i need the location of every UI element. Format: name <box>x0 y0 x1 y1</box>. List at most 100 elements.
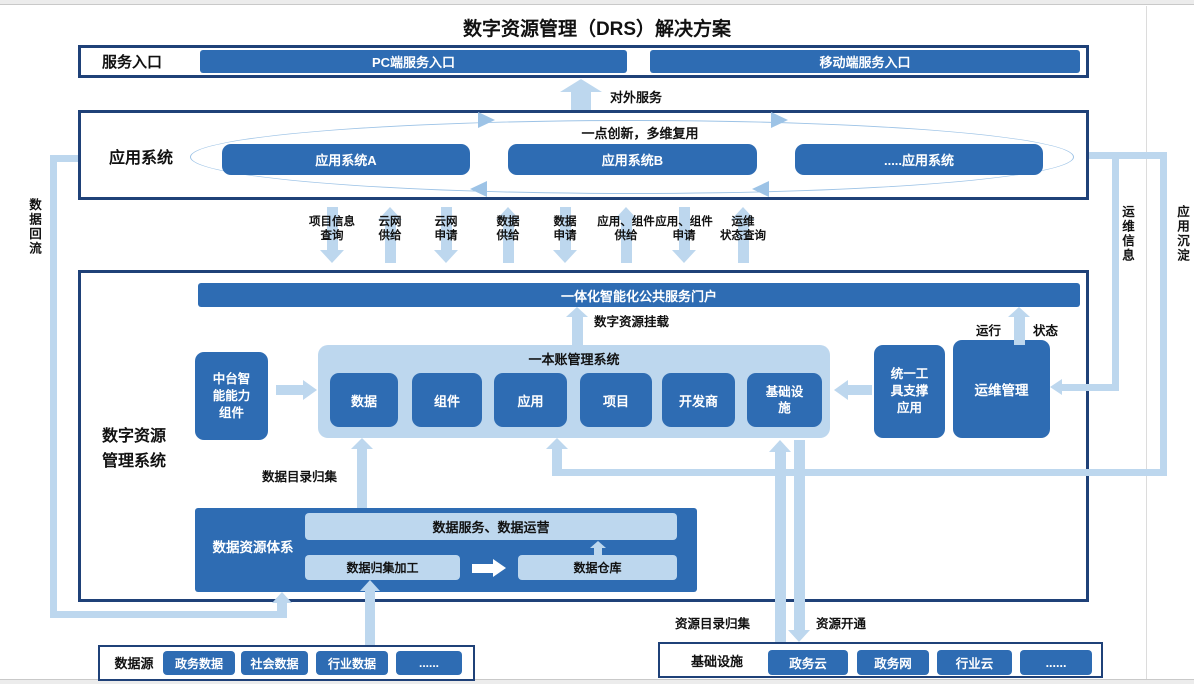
infrastructure-label: 基础设施 <box>690 653 743 669</box>
ops-management-box: 运维管理 <box>953 340 1050 438</box>
ops-info-label: 运维信息 <box>1120 205 1134 263</box>
external-service-arrow-shaft <box>571 92 591 110</box>
app-deposit-label: 应用沉淀 <box>1175 205 1189 263</box>
middle-platform-arrow-shaft <box>276 385 303 395</box>
datasource-up-arrow-shaft <box>365 591 375 645</box>
ellipse-flow-right-icon <box>771 112 788 128</box>
data-backflow-arrow-shaft <box>277 603 287 618</box>
unified-tool-box: 统一工具支撑应用 <box>874 345 945 438</box>
datasource-up-arrowhead-icon <box>360 580 380 591</box>
ops-info-hline <box>1062 384 1114 391</box>
data-backflow-label: 数据回流 <box>27 198 41 256</box>
ledger-title: 一本账管理系统 <box>528 352 620 367</box>
resource-catalog-label: 资源目录归集 <box>675 617 751 631</box>
exchange-arrow-up-head-icon <box>614 207 638 220</box>
app-deposit-arrow-shaft <box>552 449 562 473</box>
exchange-label: 应用、组件申请 <box>655 216 713 242</box>
exchange-arrow-up <box>738 220 749 263</box>
data-backflow-bottom-hline <box>50 611 283 618</box>
right-top-hline <box>1089 152 1167 159</box>
mobile-entry-bar: 移动端服务入口 <box>650 50 1080 73</box>
ledger-item-data: 数据 <box>330 373 398 427</box>
exchange-arrow-down <box>560 207 571 250</box>
exchange-arrow-up-head-icon <box>731 207 755 220</box>
exchange-label: 数据供给 <box>496 216 520 242</box>
collect-to-warehouse-arrowhead-icon <box>493 559 506 577</box>
resource-open-label: 资源开通 <box>816 617 867 631</box>
tool-to-ledger-arrowhead-icon <box>834 380 848 400</box>
data-backflow-vline <box>50 155 57 618</box>
ledger-item-app: 应用 <box>494 373 567 427</box>
exchange-label: 数据申请 <box>553 216 577 242</box>
middle-platform-box: 中台智能能力组件 <box>195 352 268 440</box>
exchange-label: 云网供给 <box>378 216 402 242</box>
ellipse-flow-left-icon <box>752 181 769 197</box>
data-backflow-top-hline <box>50 155 78 162</box>
slide-right-edge <box>1146 6 1147 679</box>
exchange-arrow-up-head-icon <box>378 207 402 220</box>
external-service-label: 对外服务 <box>610 90 663 105</box>
resource-catalog-arrowhead-icon <box>769 440 791 452</box>
mount-arrow-shaft <box>572 317 583 345</box>
app-system-label: 应用系统 <box>108 150 173 167</box>
drs-main-label: 数字资源管理系统 <box>101 428 166 470</box>
app-system-slogan: 一点创新，多维复用 <box>581 126 699 141</box>
data-source-chip-industry: 行业数据 <box>316 651 388 675</box>
data-source-chip-more: ...... <box>396 651 462 675</box>
infra-chip-industry-cloud: 行业云 <box>937 650 1012 675</box>
exchange-arrow-up <box>385 220 396 263</box>
app-deposit-hline <box>552 469 1167 476</box>
warehouse-up-arrow-shaft <box>594 548 602 555</box>
exchange-arrow-up-head-icon <box>496 207 520 220</box>
mount-label: 数字资源挂载 <box>594 315 670 329</box>
run-status-arrow-shaft <box>1014 317 1025 345</box>
ledger-container <box>318 345 830 438</box>
mount-arrowhead-icon <box>566 307 588 317</box>
page-title: 数字资源管理（DRS）解决方案 <box>462 18 732 40</box>
data-collect-box: 数据归集加工 <box>305 555 460 580</box>
ledger-item-infrastructure: 基础设施 <box>747 373 822 427</box>
data-backflow-arrowhead-icon <box>272 592 292 603</box>
exchange-label: 项目信息查询 <box>309 216 355 242</box>
infra-chip-gov-cloud: 政务云 <box>768 650 848 675</box>
app-deposit-arrowhead-icon <box>546 438 568 449</box>
data-service-ops-bar: 数据服务、数据运营 <box>305 513 677 540</box>
ellipse-flow-right-icon <box>478 112 495 128</box>
exchange-label: 云网申请 <box>434 216 458 242</box>
exchange-label: 运维状态查询 <box>720 216 766 242</box>
pc-entry-bar: PC端服务入口 <box>200 50 627 73</box>
ledger-item-project: 项目 <box>580 373 652 427</box>
reuse-ellipse <box>190 120 1074 194</box>
ledger-item-developer: 开发商 <box>662 373 735 427</box>
collect-to-warehouse-arrow-shaft <box>472 564 493 573</box>
app-deposit-vline <box>1160 152 1167 476</box>
data-source-label: 数据源 <box>114 655 154 671</box>
app-b-box: 应用系统B <box>508 144 757 175</box>
data-resource-system-label: 数据资源体系 <box>212 540 294 555</box>
top-gray-strip <box>0 0 1194 5</box>
exchange-arrow-down-head-icon <box>553 250 577 263</box>
middle-platform-arrowhead-icon <box>303 380 317 400</box>
resource-open-arrow-shaft <box>794 440 805 630</box>
exchange-arrow-down <box>679 207 690 250</box>
ledger-item-component: 组件 <box>412 373 482 427</box>
warehouse-up-arrowhead-icon <box>590 541 606 548</box>
exchange-arrow-down-head-icon <box>320 250 344 263</box>
service-entry-label: 服务入口 <box>101 53 162 71</box>
infra-chip-more: ...... <box>1020 650 1092 675</box>
data-source-chip-gov: 政务数据 <box>163 651 235 675</box>
bottom-gray-strip <box>0 679 1194 684</box>
data-catalog-arrow-shaft <box>357 449 367 508</box>
ops-info-arrowhead-icon <box>1050 379 1062 395</box>
resource-open-arrowhead-icon <box>788 630 810 642</box>
app-more-box: .....应用系统 <box>795 144 1043 175</box>
exchange-arrow-down-head-icon <box>672 250 696 263</box>
data-warehouse-box: 数据仓库 <box>518 555 677 580</box>
exchange-label: 应用、组件供给 <box>597 216 655 242</box>
ops-info-vline <box>1112 152 1119 391</box>
ellipse-flow-left-icon <box>470 181 487 197</box>
infra-chip-gov-net: 政务网 <box>857 650 929 675</box>
tool-to-ledger-arrow-shaft <box>848 385 872 395</box>
data-catalog-label: 数据目录归集 <box>262 470 338 484</box>
